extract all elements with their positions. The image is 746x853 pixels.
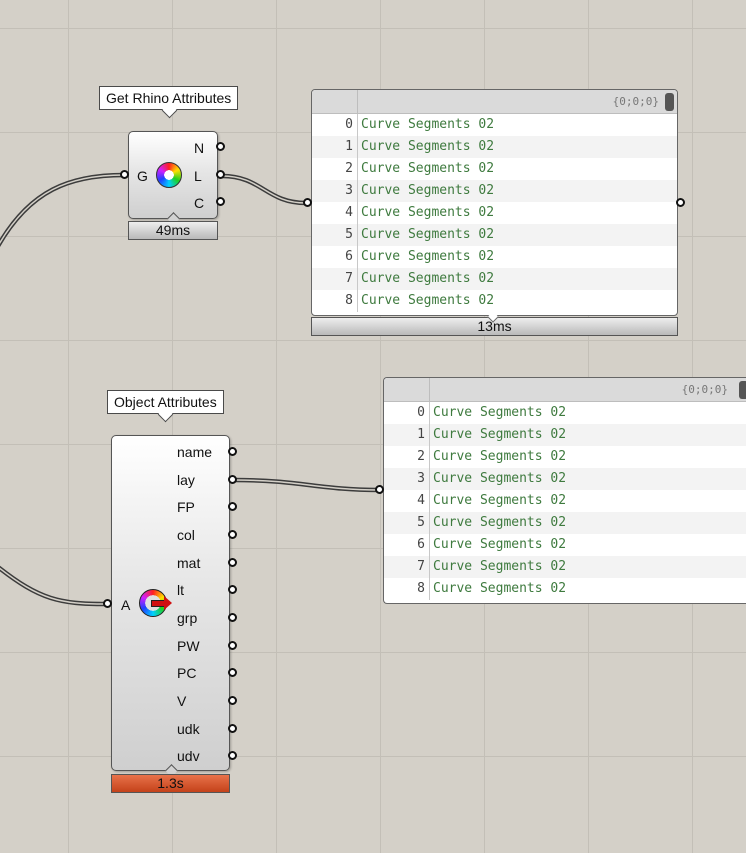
- get-rhino-attributes-timing: 49ms: [128, 221, 218, 240]
- output-port-lt[interactable]: [228, 585, 237, 594]
- panel-top-header: {0;0;0}: [312, 90, 677, 114]
- panel-top-path: {0;0;0}: [612, 95, 659, 108]
- get-rhino-attributes-component[interactable]: G N L C: [128, 131, 218, 219]
- panel-bottom-scrollbar[interactable]: [739, 381, 746, 399]
- wire-in-get-attributes: [0, 172, 127, 248]
- output-label-c: C: [194, 195, 205, 211]
- get-rhino-attributes-tooltip: Get Rhino Attributes: [99, 86, 239, 110]
- output-label-n: N: [194, 140, 205, 156]
- output-label-mat: mat: [177, 555, 201, 571]
- output-label-grp: grp: [177, 610, 198, 626]
- output-label-lay: lay: [177, 472, 195, 488]
- panel-top-input-port[interactable]: [303, 198, 312, 207]
- output-label-pw: PW: [177, 638, 200, 654]
- output-port-n[interactable]: [216, 142, 225, 151]
- output-label-v: V: [177, 693, 187, 709]
- output-port-fp[interactable]: [228, 502, 237, 511]
- output-port-l[interactable]: [216, 170, 225, 179]
- panel-bottom-path: {0;0;0}: [681, 383, 728, 396]
- output-port-grp[interactable]: [228, 613, 237, 622]
- output-port-name[interactable]: [228, 447, 237, 456]
- input-label-a: A: [121, 597, 131, 613]
- input-port-a[interactable]: [103, 599, 112, 608]
- output-label-udv: udv: [177, 748, 200, 764]
- output-port-col[interactable]: [228, 530, 237, 539]
- output-label-udk: udk: [177, 721, 200, 737]
- output-label-col: col: [177, 527, 195, 543]
- output-port-mat[interactable]: [228, 558, 237, 567]
- color-wheel-icon: [156, 162, 182, 188]
- output-port-pc[interactable]: [228, 668, 237, 677]
- panel-top-output-port[interactable]: [676, 198, 685, 207]
- input-port-g[interactable]: [120, 170, 129, 179]
- output-port-udv[interactable]: [228, 751, 237, 760]
- output-port-udk[interactable]: [228, 724, 237, 733]
- output-label-name: name: [177, 444, 213, 460]
- wire-lay-to-panel-bottom: [231, 477, 382, 493]
- object-attributes-tooltip: Object Attributes: [107, 390, 224, 414]
- output-port-v[interactable]: [228, 696, 237, 705]
- output-label-lt: lt: [177, 582, 184, 598]
- output-port-c[interactable]: [216, 197, 225, 206]
- color-ring-arrow-icon: [139, 589, 172, 619]
- output-label-l: L: [194, 168, 202, 184]
- output-label-pc: PC: [177, 665, 197, 681]
- panel-bottom-input-port[interactable]: [375, 485, 384, 494]
- output-port-lay[interactable]: [228, 475, 237, 484]
- object-attributes-component[interactable]: A name lay FP col mat lt grp PW PC V udk…: [111, 435, 230, 771]
- panel-bottom-header: {0;0;0}: [384, 378, 746, 402]
- object-attributes-timing: 1.3s: [111, 774, 230, 793]
- wire-in-object-attributes: [0, 565, 109, 607]
- wire-layer-to-panel-top: [219, 173, 309, 206]
- output-label-fp: FP: [177, 499, 195, 515]
- output-port-pw[interactable]: [228, 641, 237, 650]
- panel-top-scrollbar[interactable]: [665, 93, 674, 111]
- input-label-g: G: [137, 168, 148, 184]
